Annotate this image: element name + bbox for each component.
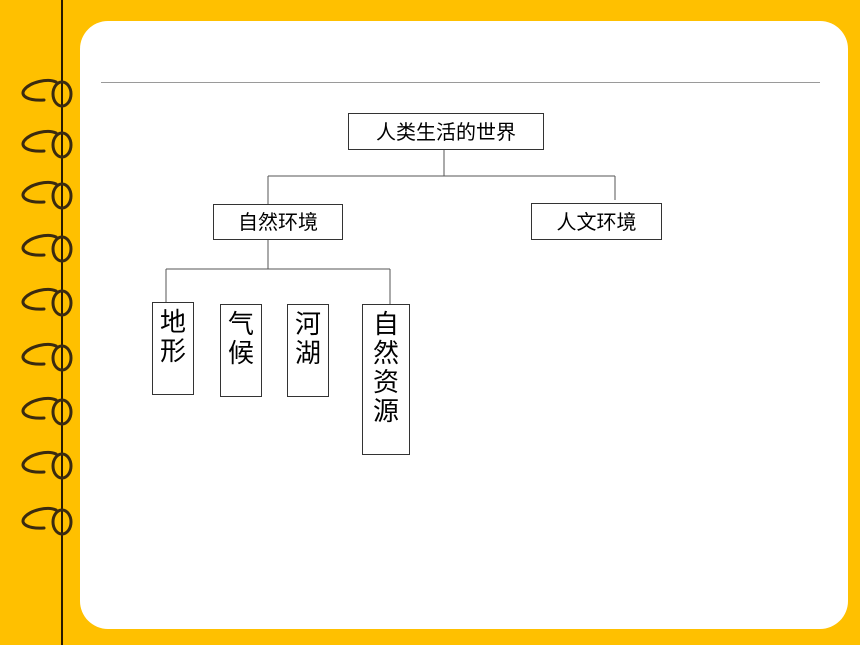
leaf-node-natural-resources-label: 自然资源 [373,310,400,428]
leaf-node-terrain-label: 地形 [160,308,187,368]
root-node-label: 人类生活的世界 [376,119,516,144]
leaf-node-rivers-lakes: 河湖 [287,304,329,397]
header-divider [101,82,820,83]
leaf-node-climate: 气候 [220,304,262,397]
branch-node-natural: 自然环境 [213,204,343,240]
leaf-node-natural-resources: 自然资源 [362,304,410,455]
leaf-node-rivers-lakes-label: 河湖 [295,310,322,370]
branch-node-natural-label: 自然环境 [238,210,318,234]
root-node: 人类生活的世界 [348,113,544,150]
notebook-spine-line [61,0,63,645]
branch-node-human-label: 人文环境 [556,209,637,234]
branch-node-human: 人文环境 [531,203,662,240]
leaf-node-terrain: 地形 [152,302,194,395]
leaf-node-climate-label: 气候 [228,310,255,370]
